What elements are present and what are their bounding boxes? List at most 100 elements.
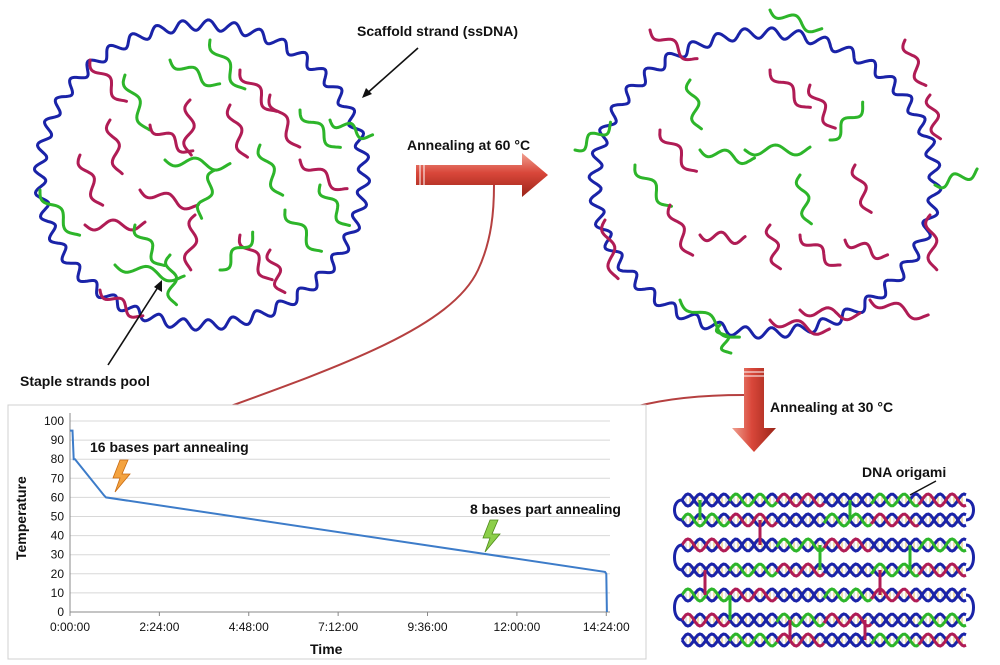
y-tick-label: 80	[51, 452, 65, 466]
staple-strand	[138, 188, 200, 211]
x-tick-label: 7:12:00	[318, 620, 358, 634]
y-tick-label: 90	[51, 433, 65, 447]
anneal-30-arrow	[732, 368, 776, 452]
y-tick-label: 0	[57, 605, 64, 619]
staple-strand	[121, 73, 151, 132]
annotation-16-bases: 16 bases part annealing	[90, 439, 249, 455]
origami-helix	[680, 562, 967, 578]
x-axis-label: Time	[310, 641, 343, 657]
staple-strand	[714, 323, 733, 355]
staple-strand	[573, 120, 612, 153]
origami-helix	[680, 492, 967, 508]
staple-strand	[768, 318, 831, 336]
origami-label: DNA origami	[862, 464, 946, 480]
origami-end-loop	[673, 593, 683, 622]
staple-strand	[768, 68, 812, 109]
y-axis-label: Temperature	[13, 476, 29, 560]
staple-strand	[256, 143, 285, 197]
y-tick-label: 70	[51, 471, 65, 485]
scaffold-pointer	[363, 47, 419, 97]
y-tick-label: 50	[51, 510, 65, 524]
staple-strand	[98, 288, 145, 319]
staple-strand	[218, 230, 255, 272]
staple-strand	[148, 123, 195, 154]
y-tick-label: 40	[51, 529, 65, 543]
staple-strand	[38, 188, 82, 237]
staple-strand	[600, 218, 620, 281]
y-tick-label: 100	[44, 414, 64, 428]
origami-helix	[680, 587, 967, 603]
origami-end-loop	[673, 543, 683, 572]
staple-strand	[924, 93, 942, 141]
origami-end-loop	[965, 543, 975, 572]
dna-origami	[673, 492, 975, 648]
origami-helix	[680, 512, 967, 528]
staple-strand	[798, 306, 862, 322]
staple-strand	[298, 108, 342, 149]
lightning-icon-orange	[112, 459, 131, 493]
x-tick-label: 14:24:00	[583, 620, 630, 634]
staple-strand	[168, 58, 222, 88]
scaffold-strand-left	[32, 18, 372, 332]
staple-strand	[658, 128, 698, 173]
origami-pointer	[909, 480, 937, 496]
staple-strand	[924, 213, 939, 272]
staple-strand	[267, 93, 302, 149]
x-tick-label: 9:36:00	[407, 620, 447, 634]
staple-strand	[828, 100, 865, 142]
annotation-8-bases: 8 bases part annealing	[470, 501, 621, 517]
scaffold-pointer-head	[362, 88, 372, 98]
staple-pointer	[107, 283, 161, 366]
temperature-series-line	[70, 429, 608, 613]
chart-frame	[7, 404, 647, 660]
staple-strand	[207, 38, 247, 91]
staple-strand	[666, 203, 695, 257]
anneal-60-arrow	[416, 153, 548, 197]
x-tick-label: 12:00:00	[494, 620, 541, 634]
staple-strand	[901, 38, 928, 87]
y-tick-label: 10	[51, 586, 65, 600]
staple-strand	[684, 78, 703, 131]
staple-strand	[868, 298, 930, 321]
staple-strand	[328, 118, 375, 141]
origami-helix	[680, 612, 967, 628]
x-tick-label: 0:00:00	[50, 620, 90, 634]
origami-end-loop	[673, 498, 683, 522]
staple-strand	[764, 223, 782, 271]
staple-strand	[768, 8, 824, 34]
staple-strand	[195, 168, 217, 220]
staple-strand	[317, 183, 351, 227]
staple-strand	[806, 83, 837, 130]
x-tick-label: 2:24:00	[139, 620, 179, 634]
connector-curve-60	[191, 184, 495, 421]
anneal-60-label: Annealing at 60 °C	[407, 137, 530, 153]
x-tick-label: 4:48:00	[229, 620, 269, 634]
staple-pointer-head	[154, 280, 162, 292]
staple-strand	[164, 253, 179, 307]
anneal-30-label: Annealing at 30 °C	[770, 399, 893, 415]
origami-end-loop	[965, 593, 975, 622]
staple-strand	[225, 103, 249, 159]
staple-strand	[113, 263, 186, 283]
x-tick-labels: 0:00:00 2:24:00 4:48:00 7:12:00 9:36:00 12:00…	[50, 612, 630, 634]
staple-strand	[182, 98, 196, 157]
staple-strand	[237, 233, 274, 282]
y-tick-label: 30	[51, 548, 65, 562]
staple-strand	[633, 163, 673, 208]
staple-strand	[798, 233, 842, 267]
y-tick-label: 20	[51, 567, 65, 581]
staple-strands-right	[573, 8, 979, 355]
staple-strand	[648, 28, 699, 62]
staple-strand	[794, 173, 813, 226]
staple-strand	[76, 153, 105, 207]
origami-helix	[680, 537, 967, 553]
staple-strand	[283, 208, 323, 253]
staple-strand	[850, 163, 873, 214]
staple-strand	[698, 148, 756, 166]
scaffold-label: Scaffold strand (ssDNA)	[357, 23, 518, 39]
staple-strand	[933, 167, 979, 190]
staple-strands-pool	[38, 38, 375, 319]
lightning-icon-green	[482, 519, 501, 553]
